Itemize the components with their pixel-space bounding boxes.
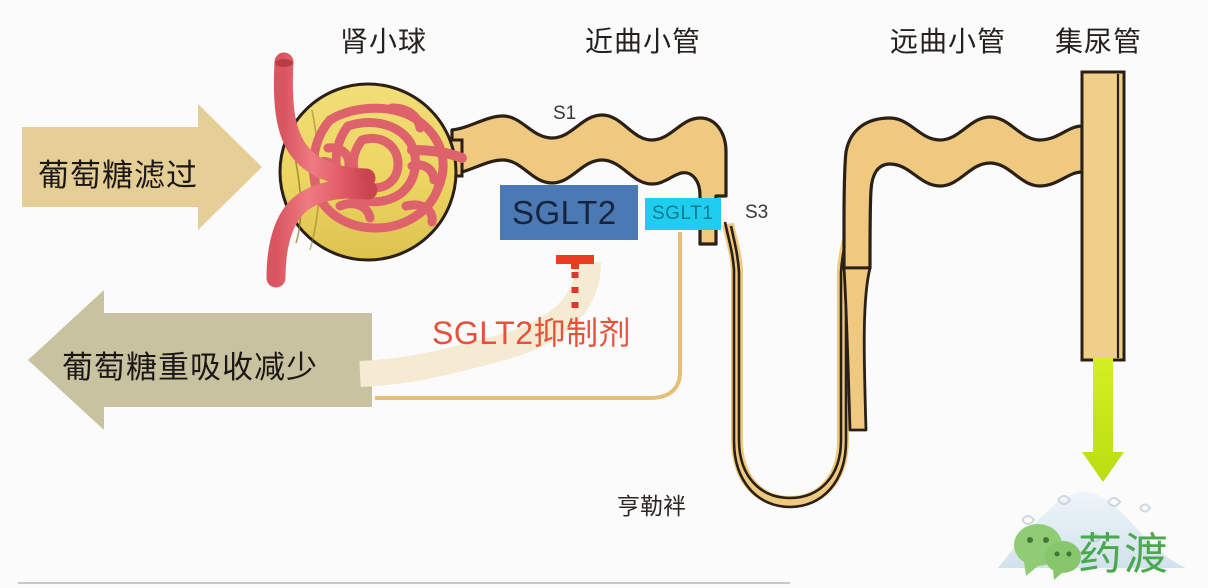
proximal-convoluted-tubule — [450, 113, 728, 246]
sglt1-pathway — [375, 232, 682, 400]
glucose-reabsorption-path — [359, 261, 601, 387]
segment-label-s1: S1 — [553, 103, 577, 124]
efferent-arteriole — [266, 179, 378, 288]
watermark-graphic — [998, 491, 1186, 580]
filtration-arrow-label: 葡萄糖滤过 — [38, 158, 198, 193]
sglt2-label[interactable]: SGLT2 — [512, 194, 617, 231]
header-glomerulus: 肾小球 — [340, 26, 428, 57]
sglt2-inhibitor-label: SGLT2抑制剂 — [432, 315, 632, 351]
filtration-arrow — [22, 104, 262, 230]
glomerulus — [266, 52, 467, 288]
urine-flow-arrow — [1082, 358, 1124, 482]
brand-watermark-label: 药渡 — [1078, 530, 1170, 579]
reabsorption-arrow-label: 葡萄糖重吸收减少 — [62, 350, 318, 385]
inhibitor-line — [556, 255, 594, 312]
afferent-arteriole — [273, 52, 376, 188]
collecting-duct — [1080, 70, 1126, 362]
header-proximal-convoluted-tubule: 近曲小管 — [585, 26, 702, 57]
sglt1-box[interactable] — [645, 198, 721, 230]
sglt1-label[interactable]: SGLT1 — [652, 203, 714, 224]
segment-label-s3: S3 — [745, 202, 769, 223]
loop-of-henle-label: 亨勒袢 — [617, 493, 686, 519]
brand-bubble-icon — [1014, 524, 1081, 580]
distal-convoluted-tubule — [842, 115, 1084, 432]
header-collecting-duct: 集尿管 — [1055, 26, 1143, 57]
reabsorption-arrow — [28, 290, 372, 430]
header-distal-convoluted-tubule: 远曲小管 — [890, 26, 1007, 57]
sglt2-box[interactable] — [500, 185, 638, 240]
